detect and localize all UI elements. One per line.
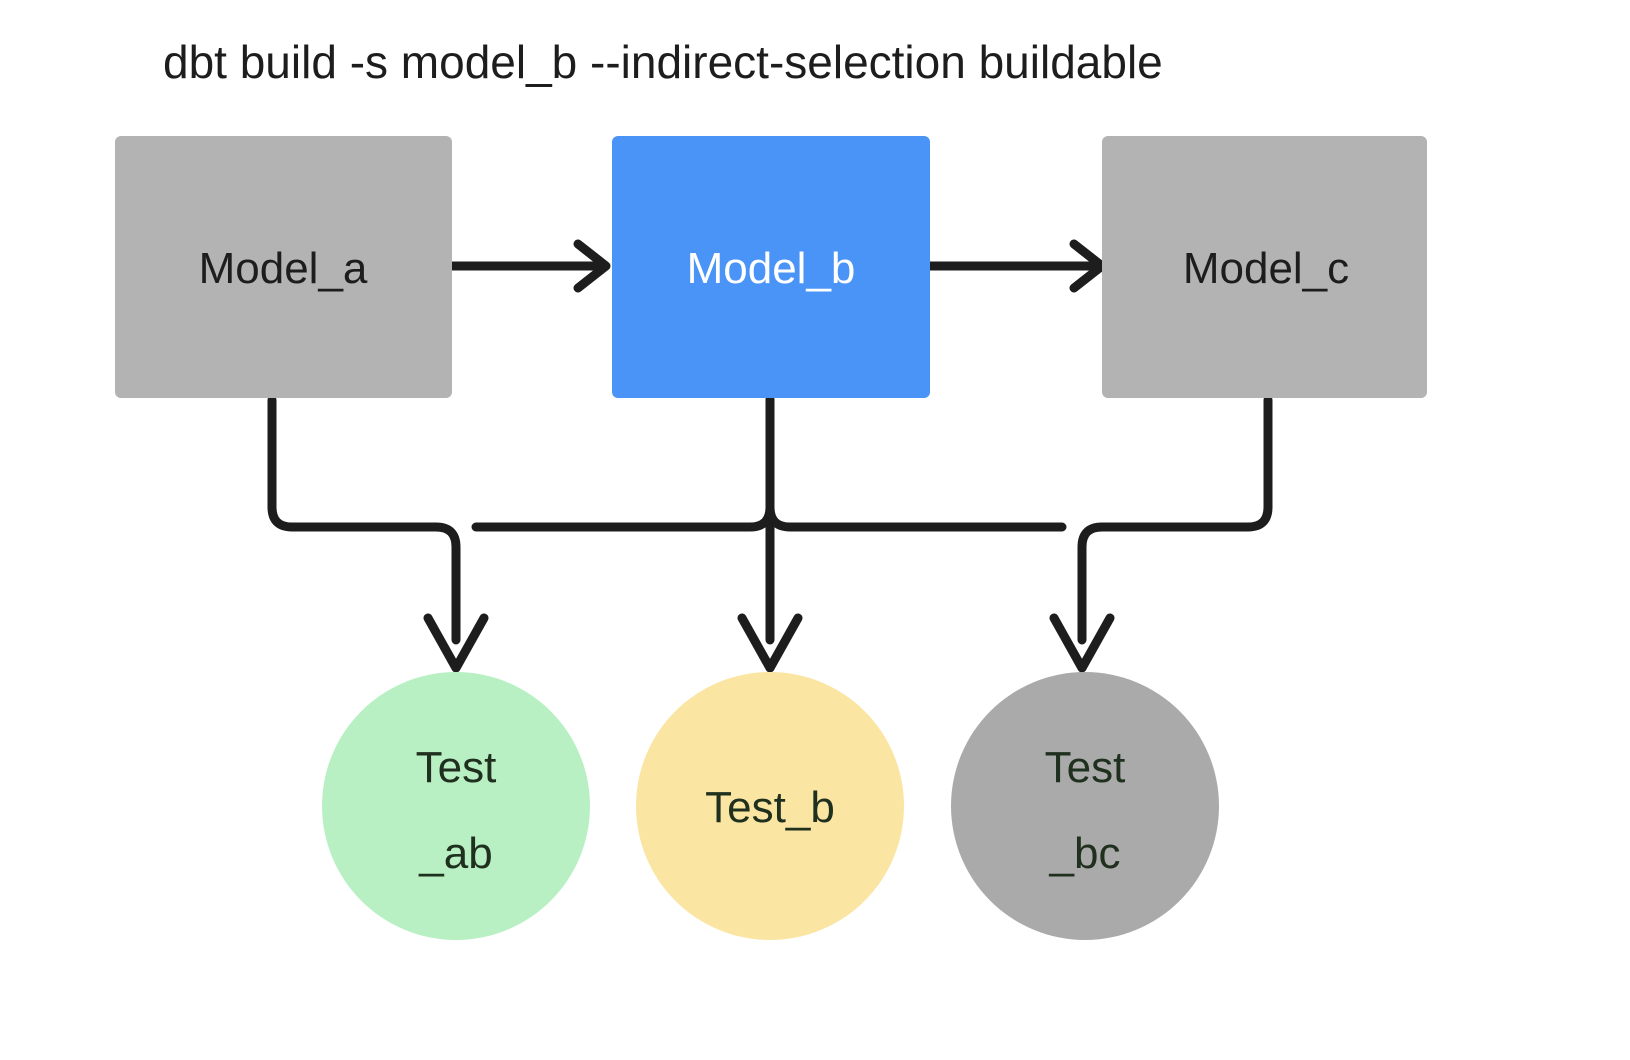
model-b-box[interactable]: [612, 136, 930, 398]
node-model-a[interactable]: Model_a: [115, 136, 452, 398]
test-bc-circle[interactable]: [951, 672, 1219, 940]
edge-model-b-to-model-c: [925, 239, 1107, 293]
edge-model-c-to-test-bc: [1049, 395, 1273, 673]
node-test-b[interactable]: Test_b: [636, 672, 904, 940]
node-model-c[interactable]: Model_c: [1102, 136, 1427, 398]
test-bc-label-line2: _bc: [1049, 829, 1121, 878]
model-a-label: Model_a: [199, 244, 368, 293]
edge-model-b-to-test-ab: [471, 395, 775, 532]
model-c-box[interactable]: [1102, 136, 1427, 398]
test-ab-label-line1: Test: [416, 743, 497, 792]
edge-model-a-to-model-b: [447, 239, 611, 293]
test-bc-label-line1: Test: [1045, 743, 1126, 792]
node-test-bc[interactable]: Test _bc: [951, 672, 1219, 940]
test-ab-circle[interactable]: [322, 672, 590, 940]
node-test-ab[interactable]: Test _ab: [322, 672, 590, 940]
test-ab-label-line2: _ab: [418, 829, 492, 878]
diagram-title: dbt build -s model_b --indirect-selectio…: [163, 36, 1163, 88]
model-c-label: Model_c: [1183, 244, 1349, 293]
edge-model-a-to-test-ab: [267, 395, 489, 673]
edge-model-b-to-test-bc: [765, 395, 1067, 532]
model-b-label: Model_b: [687, 244, 856, 293]
test-b-label-line1: Test_b: [705, 783, 835, 832]
test-b-circle[interactable]: [636, 672, 904, 940]
model-a-box[interactable]: [115, 136, 452, 398]
node-model-b[interactable]: Model_b: [612, 136, 930, 398]
